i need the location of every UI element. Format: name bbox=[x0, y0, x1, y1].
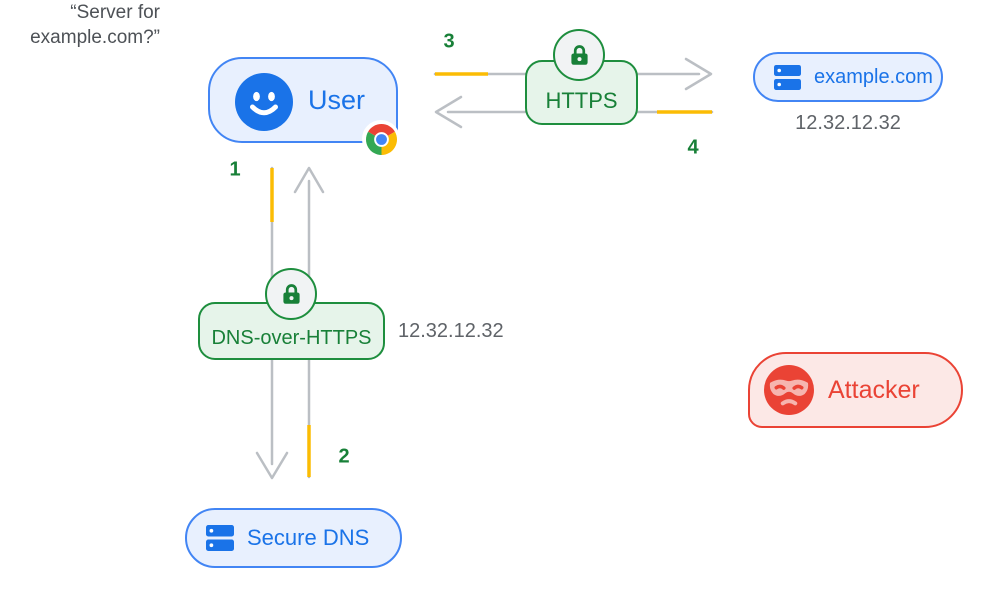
arrowhead-down-icon bbox=[255, 451, 289, 480]
step-label-3: 3 bbox=[443, 30, 455, 53]
padlock-icon bbox=[570, 44, 588, 65]
secure-dns-label: Secure DNS bbox=[247, 525, 370, 550]
step-label-2: 2 bbox=[338, 445, 350, 468]
step-label-4: 4 bbox=[687, 136, 699, 159]
dns-query-text: “Server for example.com?” bbox=[0, 0, 160, 50]
example-server-label: example.com bbox=[814, 65, 933, 88]
doh-label: DNS-over-HTTPS bbox=[211, 327, 372, 349]
https-lock-badge bbox=[553, 29, 605, 81]
server-stack-icon bbox=[774, 64, 801, 90]
smiley-face-icon bbox=[235, 73, 293, 131]
step-label-1: 1 bbox=[229, 158, 241, 181]
example-server-node: example.com bbox=[753, 52, 943, 102]
masked-face-icon bbox=[764, 365, 814, 415]
attacker-node: Attacker bbox=[748, 352, 963, 428]
server-stack-icon bbox=[206, 525, 234, 551]
doh-resolved-ip: 12.32.12.32 bbox=[398, 320, 504, 342]
dns-query-line2: example.com?” bbox=[30, 27, 160, 49]
padlock-icon bbox=[282, 283, 300, 304]
example-server-ip: 12.32.12.32 bbox=[795, 112, 901, 134]
user-node: User bbox=[208, 57, 400, 158]
secure-dns-node: Secure DNS bbox=[185, 508, 402, 568]
dns-query-line1: “Server for bbox=[70, 2, 160, 23]
doh-lock-badge bbox=[265, 268, 317, 320]
arrowhead-up-icon bbox=[293, 166, 325, 194]
arrowhead-left-icon bbox=[434, 95, 463, 129]
arrowhead-right-icon bbox=[684, 57, 713, 91]
chrome-logo-icon bbox=[362, 120, 400, 158]
https-label: HTTPS bbox=[545, 88, 618, 113]
attacker-label: Attacker bbox=[828, 375, 920, 404]
user-label: User bbox=[308, 84, 366, 115]
